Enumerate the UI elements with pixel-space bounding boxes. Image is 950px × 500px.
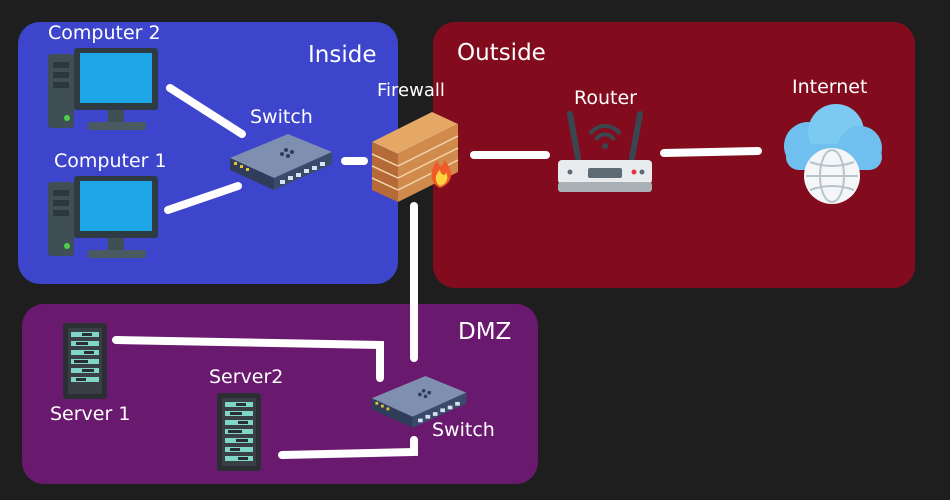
link-computer1-switch (164, 182, 242, 214)
link-server2-dmz-switch (278, 436, 418, 459)
internet-label: Internet (792, 76, 868, 98)
server2-label: Server2 (209, 366, 284, 388)
internet-cloud-icon (784, 104, 882, 204)
dmz-zone-title: DMZ (458, 319, 512, 345)
server2-icon (217, 393, 261, 471)
computer2-label: Computer 2 (48, 22, 161, 44)
link-server1-dmz-switch (112, 336, 384, 382)
switch-inside-label: Switch (250, 106, 313, 128)
link-router-internet (660, 147, 762, 157)
link-computer2-switch (166, 84, 246, 138)
firewall-label: Firewall (377, 80, 445, 101)
router-label: Router (574, 87, 637, 109)
switch-inside-icon (230, 134, 332, 190)
firewall-icon (371, 112, 459, 202)
server1-label: Server 1 (50, 403, 131, 425)
switch-dmz-icon (371, 375, 467, 428)
server1-icon (63, 323, 107, 399)
router-icon (558, 111, 652, 192)
outside-zone-title: Outside (457, 40, 546, 66)
switch-dmz-label: Switch (432, 419, 495, 441)
computer1-label: Computer 1 (54, 150, 167, 172)
computer2-icon (48, 48, 158, 130)
computer1-icon (48, 176, 158, 258)
inside-zone-title: Inside (308, 42, 377, 68)
